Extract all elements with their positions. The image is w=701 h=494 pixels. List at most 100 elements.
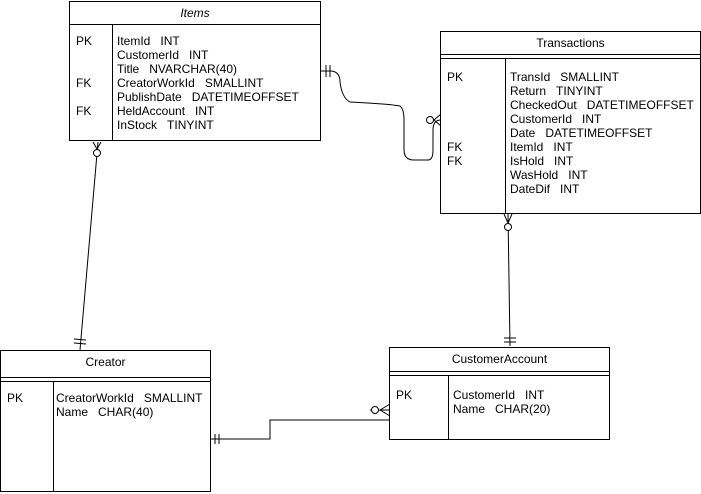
key-marker	[447, 182, 463, 196]
field-column: CustomerId INT Name CHAR(20)	[453, 388, 550, 416]
field-name: CheckedOut	[510, 98, 577, 112]
field-name: Return	[510, 84, 547, 98]
field-type: TINYINT	[167, 118, 214, 132]
key-column: PK	[7, 391, 23, 419]
key-marker	[396, 402, 412, 416]
key-marker	[447, 112, 463, 126]
key-marker	[7, 405, 23, 419]
field-name: ItemId	[510, 140, 544, 154]
key-marker: FK	[76, 104, 92, 118]
field-type: INT	[560, 182, 580, 196]
field-type: INT	[195, 104, 215, 118]
field-row: Name CHAR(20)	[453, 402, 550, 416]
field-row: DateDif INT	[510, 182, 694, 196]
field-row: Title NVARCHAR(40)	[117, 62, 299, 76]
key-column: PK	[396, 388, 412, 416]
key-marker: PK	[447, 70, 464, 84]
field-type: INT	[553, 140, 573, 154]
connector-account-transactions	[507, 213, 511, 347]
field-row: CustomerId INT	[453, 388, 550, 402]
field-name: PublishDate	[117, 90, 182, 104]
key-marker: PK	[7, 391, 24, 405]
field-name: CustomerId	[510, 112, 573, 126]
key-marker: FK	[447, 140, 463, 154]
field-type: NVARCHAR(40)	[149, 62, 238, 76]
field-type: DATETIMEOFFSET	[586, 98, 694, 112]
key-marker: FK	[447, 154, 463, 168]
field-type: INT	[554, 154, 574, 168]
field-row: CustomerId INT	[510, 112, 694, 126]
key-marker	[76, 90, 92, 104]
key-divider	[448, 376, 449, 439]
field-row: Date DATETIMEOFFSET	[510, 126, 694, 140]
field-type: DATETIMEOFFSET	[191, 90, 299, 104]
field-type: INT	[160, 34, 180, 48]
entity-title: Items	[70, 2, 320, 25]
field-type: INT	[568, 168, 588, 182]
connector-items-transactions	[321, 70, 442, 161]
field-name: CreatorWorkId	[117, 76, 195, 90]
key-marker: FK	[76, 76, 92, 90]
field-name: CreatorWorkId	[56, 391, 134, 405]
field-row: WasHold INT	[510, 168, 694, 182]
key-marker	[76, 48, 92, 62]
field-type: DATETIMEOFFSET	[545, 126, 653, 140]
key-divider	[112, 25, 113, 140]
crow-foot	[433, 119, 442, 127]
field-name: CustomerId	[117, 48, 180, 62]
field-row: CustomerId INT	[117, 48, 299, 62]
field-type: INT	[189, 48, 209, 62]
field-row: ItemId INT	[510, 140, 694, 154]
entity-customer-account[interactable]: CustomerAccount PK CustomerId INT Name CHAR…	[389, 347, 610, 440]
key-marker	[447, 98, 463, 112]
key-marker	[447, 126, 463, 140]
field-row: HeldAccount INT	[117, 104, 299, 118]
key-marker: PK	[396, 388, 413, 402]
connector-creator-account	[211, 410, 391, 440]
field-name: InStock	[117, 118, 158, 132]
field-row: ItemId INT	[117, 34, 299, 48]
field-type: SMALLINT	[143, 391, 203, 405]
field-type: SMALLINT	[204, 76, 264, 90]
key-marker	[447, 84, 463, 98]
field-type: TINYINT	[556, 84, 603, 98]
crow-foot	[433, 113, 442, 121]
field-name: ItemId	[117, 34, 151, 48]
field-row: InStock TINYINT	[117, 118, 299, 132]
field-name: CustomerId	[453, 388, 516, 402]
field-name: Title	[117, 62, 140, 76]
field-row: PublishDate DATETIMEOFFSET	[117, 90, 299, 104]
key-marker	[447, 168, 463, 182]
field-name: HeldAccount	[117, 104, 186, 118]
entity-title: Creator	[85, 355, 126, 369]
field-type: INT	[525, 388, 545, 402]
field-row: Return TINYINT	[510, 84, 694, 98]
field-name: TransId	[510, 70, 551, 84]
field-name: DateDif	[510, 182, 551, 196]
field-row: CreatorWorkId SMALLINT	[56, 391, 203, 405]
key-divider	[505, 59, 506, 213]
field-type: CHAR(40)	[98, 405, 154, 419]
field-name: Name	[453, 402, 486, 416]
field-type: CHAR(20)	[495, 402, 551, 416]
field-name: Date	[510, 126, 536, 140]
field-name: WasHold	[510, 168, 559, 182]
field-row: CheckedOut DATETIMEOFFSET	[510, 98, 694, 112]
field-type: SMALLINT	[560, 70, 619, 84]
entity-title: CustomerAccount	[451, 352, 548, 366]
field-type: INT	[582, 112, 602, 126]
entity-title: Transactions	[536, 36, 605, 50]
key-marker	[76, 62, 92, 76]
key-marker	[76, 118, 92, 132]
zero-mark	[426, 116, 434, 124]
